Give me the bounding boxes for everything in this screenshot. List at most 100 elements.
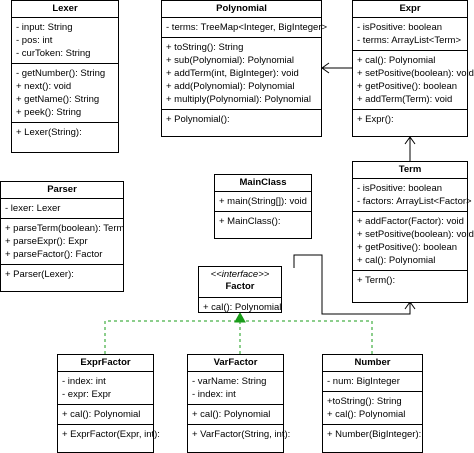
stereotype-label: <<interface>> <box>210 269 270 280</box>
method: + addTerm(int, BigInteger): void <box>166 68 299 79</box>
class-title: MainClass <box>215 175 311 192</box>
method: + cal(): Polynomial <box>327 409 406 420</box>
method: + parseFactor(): Factor <box>5 249 103 260</box>
constructors-section: + Polynomial(): <box>162 110 321 129</box>
realization-exprfactor <box>104 320 240 354</box>
interface-name: Factor <box>225 281 255 292</box>
constructors-section: + ExprFactor(Expr, int): <box>58 425 160 444</box>
constructor: + Parser(Lexer): <box>5 269 74 280</box>
method: + addTerm(Term): void <box>357 94 453 105</box>
constructor: + Number(BigInteger): <box>327 429 422 440</box>
field: - pos: int <box>16 35 53 46</box>
class-title: Lexer <box>12 1 118 18</box>
field: - terms: TreeMap<Integer, BigInteger> <box>166 22 328 33</box>
methods-section: + cal(): Polynomial <box>58 405 153 425</box>
field: - lexer: Lexer <box>5 203 61 214</box>
field: - expr: Expr <box>62 389 112 400</box>
constructor: + VarFactor(String, int): <box>192 429 291 440</box>
field: - index: int <box>192 389 236 400</box>
method: + parseExpr(): Expr <box>5 236 88 247</box>
expr-polynomial-arrowhead <box>321 62 330 74</box>
class-title: <<interface>> Factor <box>199 267 281 298</box>
constructors-section: + VarFactor(String, int): <box>188 425 291 444</box>
method: +toString(): String <box>327 396 402 407</box>
constructors-section: + Number(BigInteger): <box>323 425 422 444</box>
constructor: + Lexer(String): <box>16 127 82 138</box>
methods-section: + cal(): Polynomial + setPositive(boolea… <box>353 51 474 110</box>
constructor: + Term(): <box>357 275 396 286</box>
methods-section: + parseTerm(boolean): Term + parseExpr()… <box>1 219 125 265</box>
method: - getNumber(): String <box>16 68 106 79</box>
field: - input: String <box>16 22 73 33</box>
factor-term-arrowhead <box>404 301 416 310</box>
method: + main(String[]): void <box>219 196 307 207</box>
constructors-section: + Lexer(String): <box>12 123 118 142</box>
method: + getPositive(): boolean <box>357 81 458 92</box>
fields-section: - num: BigInteger <box>323 372 422 392</box>
method: + cal(): Polynomial <box>62 409 141 420</box>
method: + toString(): String <box>166 42 244 53</box>
constructor: + MainClass(): <box>219 216 281 227</box>
class-expr: Expr - isPositive: boolean - terms: Arra… <box>352 0 474 137</box>
fields-section: - terms: TreeMap<Integer, BigInteger> <box>162 18 328 38</box>
method: + next(): void <box>16 81 72 92</box>
class-title: Polynomial <box>162 1 321 18</box>
class-mainclass: MainClass + main(String[]): void + MainC… <box>214 174 312 239</box>
method: + multiply(Polynomial): Polynomial <box>166 94 311 105</box>
constructor: + ExprFactor(Expr, int): <box>62 429 160 440</box>
constructors-section: + Term(): <box>353 271 467 290</box>
class-number: Number - num: BigInteger +toString(): St… <box>322 354 423 453</box>
method: + cal(): Polynomial <box>357 55 436 66</box>
class-title: Parser <box>1 182 123 199</box>
field: - terms: ArrayList<Term> <box>357 35 461 46</box>
field: - isPositive: boolean <box>357 183 443 194</box>
constructors-section: + Parser(Lexer): <box>1 265 123 284</box>
class-title: Term <box>353 162 467 179</box>
constructor: + Polynomial(): <box>166 114 230 125</box>
class-parser: Parser - lexer: Lexer + parseTerm(boolea… <box>0 181 124 292</box>
field: - index: int <box>62 376 106 387</box>
fields-section: - lexer: Lexer <box>1 199 123 219</box>
methods-section: + cal(): Polynomial <box>199 298 281 317</box>
class-exprfactor: ExprFactor - index: int - expr: Expr + c… <box>57 354 160 453</box>
fields-section: - varName: String - index: int <box>188 372 283 405</box>
methods-section: +toString(): String + cal(): Polynomial <box>323 392 422 425</box>
methods-section: + cal(): Polynomial <box>188 405 283 425</box>
methods-section: - getNumber(): String + next(): void + g… <box>12 64 118 123</box>
class-title: ExprFactor <box>58 355 153 372</box>
class-lexer: Lexer - input: String - pos: int - curTo… <box>11 0 119 153</box>
method: + setPositive(boolean): void <box>357 68 474 79</box>
class-title: Number <box>323 355 422 372</box>
method: + add(Polynomial): Polynomial <box>166 81 295 92</box>
field: - num: BigInteger <box>327 376 400 387</box>
field: - varName: String <box>192 376 267 387</box>
constructor: + Expr(): <box>357 114 394 125</box>
method: + parseTerm(boolean): Term <box>5 223 125 234</box>
method: + getName(): String <box>16 94 100 105</box>
field: - isPositive: boolean <box>357 22 443 33</box>
fields-section: - isPositive: boolean - terms: ArrayList… <box>353 18 467 51</box>
methods-section: + addFactor(Factor): void + setPositive(… <box>353 212 474 271</box>
realization-number <box>240 320 373 354</box>
method: + getPositive(): boolean <box>357 242 458 253</box>
method: + cal(): Polynomial <box>203 302 282 313</box>
class-title: VarFactor <box>188 355 283 372</box>
method: + peek(): String <box>16 107 82 118</box>
method: + addFactor(Factor): void <box>357 216 464 227</box>
class-polynomial: Polynomial - terms: TreeMap<Integer, Big… <box>161 0 328 137</box>
field: - factors: ArrayList<Factor> <box>357 196 472 207</box>
class-term: Term - isPositive: boolean - factors: Ar… <box>352 161 474 303</box>
fields-section: - input: String - pos: int - curToken: S… <box>12 18 118 64</box>
method: + cal(): Polynomial <box>357 255 436 266</box>
class-varfactor: VarFactor - varName: String - index: int… <box>187 354 291 453</box>
method: + cal(): Polynomial <box>192 409 271 420</box>
method: + setPositive(boolean): void <box>357 229 474 240</box>
methods-section: + toString(): String + sub(Polynomial): … <box>162 38 321 110</box>
method: + sub(Polynomial): Polynomial <box>166 55 295 66</box>
class-title: Expr <box>353 1 467 18</box>
fields-section: - isPositive: boolean - factors: ArrayLi… <box>353 179 472 212</box>
field: - curToken: String <box>16 48 91 59</box>
methods-section: + main(String[]): void <box>215 192 311 212</box>
fields-section: - index: int - expr: Expr <box>58 372 153 405</box>
term-expr-arrowhead <box>404 136 416 145</box>
